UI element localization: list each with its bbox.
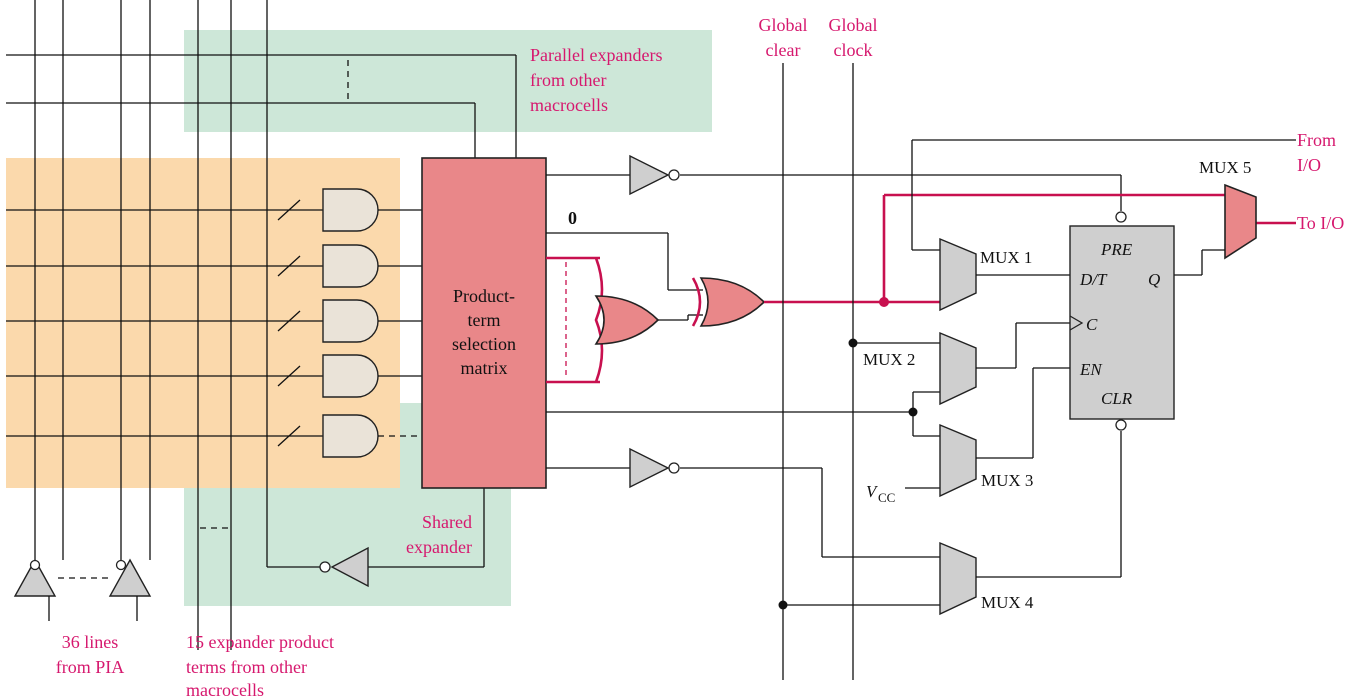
horizontal-input-lines	[6, 54, 517, 437]
pia-buffers	[13, 558, 152, 621]
or-gate-1	[594, 295, 660, 345]
red-junction	[879, 297, 889, 307]
matrix-label-1: Product-	[453, 286, 515, 306]
shared-expander-bubble	[319, 561, 331, 573]
product-term-matrix	[421, 157, 547, 489]
global-lines	[782, 63, 940, 680]
ff-pre-label: PRE	[1100, 240, 1133, 259]
parallel-expanders-label-2: from other	[530, 70, 606, 90]
matrix-inverter-top	[629, 154, 670, 196]
vertical-bus-lines	[34, 0, 268, 650]
vcc-label: V	[866, 482, 879, 501]
parallel-expanders-label-1: Parallel expanders	[530, 45, 662, 65]
expander-terms-label-2: terms from other	[186, 657, 307, 677]
mux3	[939, 423, 977, 498]
expander-terms-label-3: macrocells	[186, 680, 264, 696]
and-gate-4	[322, 354, 379, 398]
pre-bubble	[1115, 211, 1127, 223]
mux5	[1224, 183, 1257, 260]
mux-to-ff-wiring	[976, 249, 1225, 578]
matrix-label-2: term	[468, 310, 501, 330]
ff-clr-label: CLR	[1101, 389, 1133, 408]
and-gate-2	[322, 244, 379, 288]
clock-triangle	[1069, 315, 1084, 331]
parallel-expander-region	[184, 30, 712, 132]
and-gate-3	[322, 299, 379, 343]
mux2-label: MUX 2	[863, 350, 915, 369]
vcc-subscript: CC	[878, 490, 895, 505]
matrix-inverter-bottom	[629, 447, 670, 489]
to-io-label: To I/O	[1297, 213, 1344, 233]
and-gate-5	[322, 414, 379, 458]
expander-terms-label-1: 15 expander product	[186, 632, 334, 652]
parallel-expanders-label-3: macrocells	[530, 95, 608, 115]
clear-junction	[778, 600, 788, 610]
mux1-label: MUX 1	[980, 248, 1032, 267]
mux2-mux3-wiring	[905, 391, 940, 489]
global-clear-label-2: clear	[766, 40, 801, 60]
ff-c-label: C	[1086, 315, 1098, 334]
xor-gate-input-arc	[691, 277, 702, 327]
global-clock-label-2: clock	[834, 40, 873, 60]
shared-expander-label-1: Shared	[422, 512, 472, 532]
or-input-bracket	[546, 256, 604, 384]
zero-label: 0	[568, 208, 577, 228]
clr-bubble	[1115, 419, 1127, 431]
matrix-label-3: selection	[452, 334, 516, 354]
global-clock-label-1: Global	[829, 15, 878, 35]
global-clear-label-1: Global	[759, 15, 808, 35]
mux2	[939, 331, 977, 406]
matrix-outputs	[546, 174, 1122, 558]
pia-lines-label-1: 36 lines	[62, 632, 119, 652]
clock-junction	[848, 338, 858, 348]
ff-dt-label: D/T	[1079, 270, 1108, 289]
red-signal-path	[764, 193, 1296, 304]
flip-flop	[1069, 225, 1175, 420]
mux1	[939, 237, 977, 312]
from-io-label-1: From	[1297, 130, 1336, 150]
matrix-inverter-top-bubble	[668, 169, 680, 181]
ff-q-label: Q	[1148, 270, 1160, 289]
shared-expander-label-2: expander	[406, 537, 472, 557]
xor-gate	[699, 277, 766, 327]
mux4-label: MUX 4	[981, 593, 1034, 612]
mux4	[939, 541, 977, 616]
matrix-label-4: matrix	[461, 358, 508, 378]
bus-width-slashes	[277, 199, 301, 447]
mux3-label: MUX 3	[981, 471, 1033, 490]
shared-expander-inverter	[330, 546, 369, 588]
and-gate-1	[322, 188, 379, 232]
matrix-inverter-bottom-bubble	[668, 462, 680, 474]
mux5-label: MUX 5	[1199, 158, 1251, 177]
enable-junction	[908, 407, 918, 417]
pia-lines-label-2: from PIA	[56, 657, 125, 677]
ff-en-label: EN	[1079, 360, 1103, 379]
from-io-label-2: I/O	[1297, 155, 1321, 175]
from-io-wire	[911, 139, 1296, 251]
